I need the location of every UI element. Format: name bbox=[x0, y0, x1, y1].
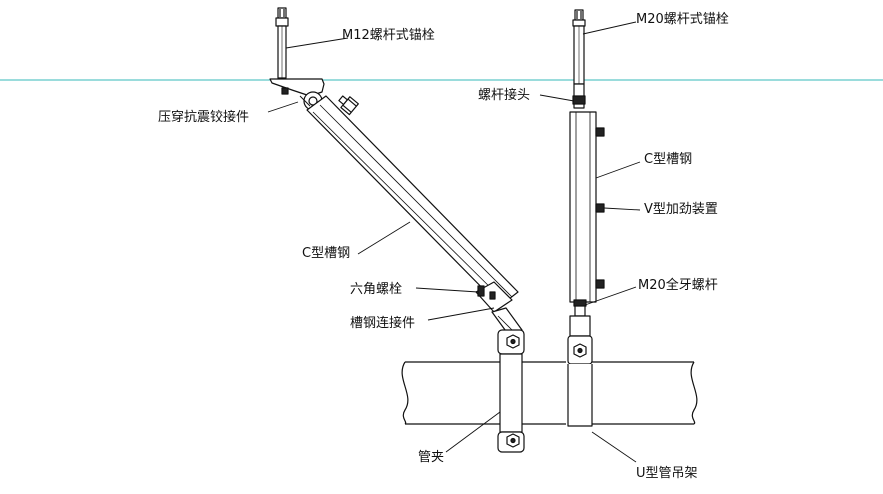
label-seismic-hinge: 压穿抗震铰接件 bbox=[158, 110, 250, 125]
diagonal-c-channel bbox=[299, 95, 519, 307]
label-hex-bolt: 六角螺栓 bbox=[350, 282, 403, 297]
pipe bbox=[401, 361, 698, 425]
vertical-c-channel bbox=[569, 111, 605, 303]
label-m20-anchor: M20螺杆式锚栓 bbox=[636, 12, 729, 27]
label-pipe-clamp: 管夹 bbox=[418, 450, 445, 465]
label-m12-anchor: M12螺杆式锚栓 bbox=[342, 28, 435, 43]
leader-lines bbox=[267, 21, 641, 463]
label-u-hanger: U型管吊架 bbox=[636, 466, 698, 481]
m12-anchor-bolt bbox=[275, 7, 289, 79]
label-v-stiffener: V型加劲装置 bbox=[644, 202, 718, 217]
rod-connector bbox=[572, 83, 586, 109]
label-channel-connector: 槽钢连接件 bbox=[350, 316, 416, 331]
label-c-channel-right: C型槽钢 bbox=[644, 152, 693, 167]
label-m20-threaded-rod: M20全牙螺杆 bbox=[638, 278, 718, 293]
label-rod-connector: 螺杆接头 bbox=[478, 88, 531, 103]
label-c-channel-left: C型槽钢 bbox=[302, 246, 351, 261]
channel-connector bbox=[475, 281, 523, 335]
pipe-clamp bbox=[497, 329, 525, 453]
m20-anchor-bolt bbox=[572, 9, 586, 85]
m20-threaded-rod bbox=[573, 299, 587, 317]
u-hanger bbox=[567, 315, 593, 427]
